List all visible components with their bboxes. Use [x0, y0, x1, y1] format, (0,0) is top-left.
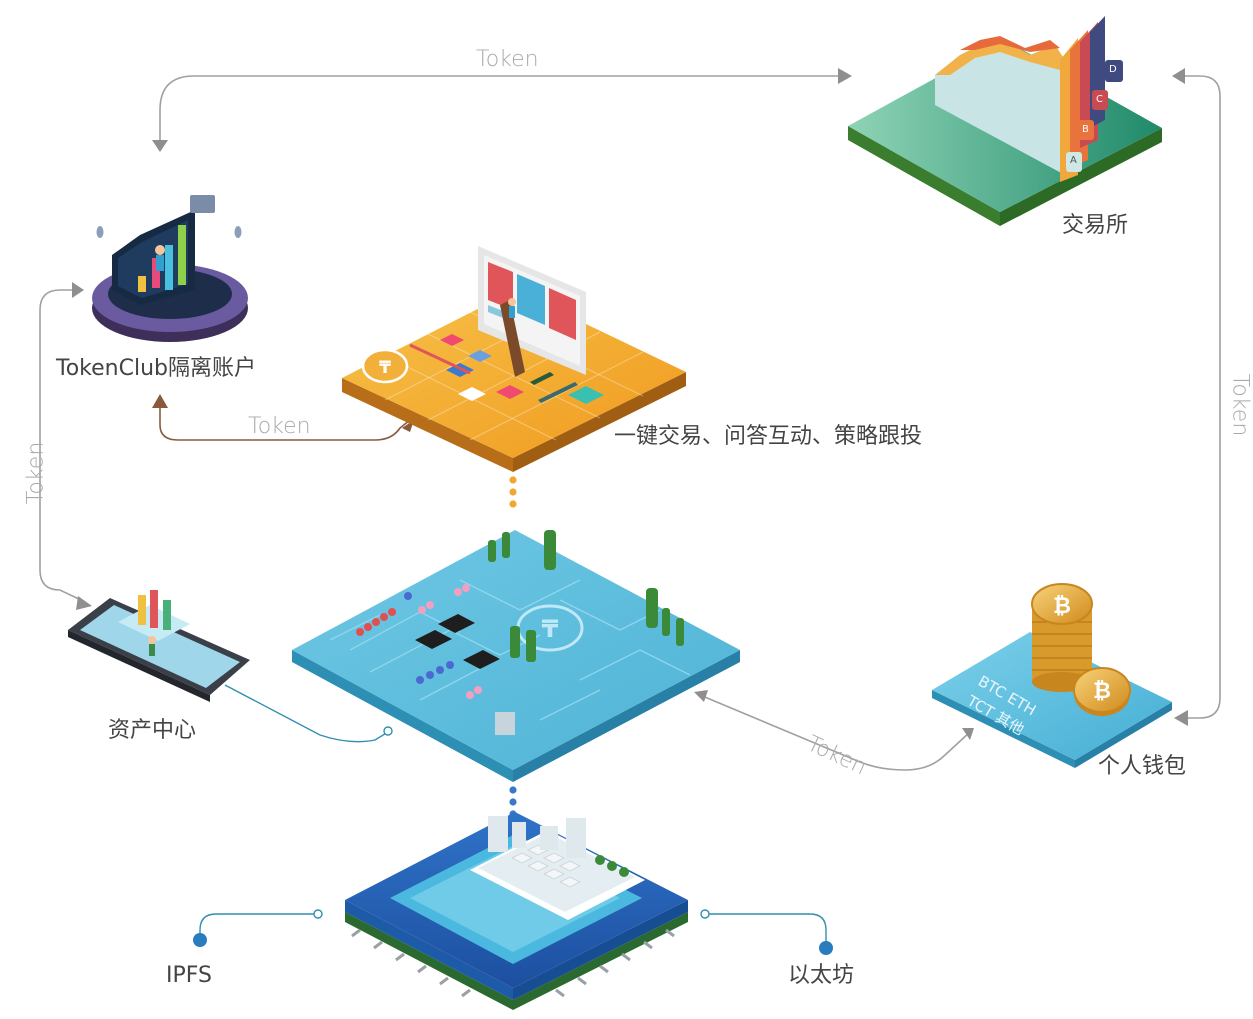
token-flow-right — [1172, 68, 1221, 726]
asset-center-phone — [68, 590, 250, 702]
token-label-left: Token — [23, 441, 49, 505]
svg-text:₸: ₸ — [542, 615, 559, 643]
token-flow-top — [152, 68, 852, 152]
exchange-platform — [848, 16, 1162, 226]
exchange-tab-b: B — [1082, 124, 1089, 135]
asset-center-label: 资产中心 — [108, 718, 197, 743]
chip-base — [345, 812, 688, 1010]
exchange-tab-c: C — [1096, 94, 1103, 105]
token-label-top: Token — [476, 47, 539, 72]
exchange-tab-d: D — [1109, 64, 1117, 75]
exchange-label: 交易所 — [1062, 213, 1129, 238]
account-label: TokenClub隔离账户 — [56, 356, 256, 381]
bitcoin-coin-stack: ₿ — [1031, 583, 1093, 692]
token-flow-brown — [152, 394, 414, 441]
circuit-board: ₸ — [292, 530, 740, 782]
bitcoin-coin-single: ₿ — [1073, 667, 1131, 716]
trading-label: 一键交易、问答互动、策略跟投 — [614, 424, 923, 449]
ethereum-link — [700, 909, 833, 955]
wallet-label: 个人钱包 — [1098, 754, 1187, 779]
svg-text:₸: ₸ — [379, 358, 391, 378]
ipfs-link — [193, 909, 323, 947]
exchange-tab-a: A — [1070, 155, 1077, 166]
wallet-card — [932, 632, 1172, 768]
token-flow-wallet — [694, 690, 974, 771]
token-label-right: Token — [1227, 373, 1253, 437]
token-label-brown: Token — [248, 414, 311, 439]
trading-platform: ₸ — [342, 246, 686, 472]
ethereum-label: 以太坊 — [788, 963, 855, 988]
asset-center-link — [224, 684, 393, 743]
bitcoin-icon: ₿ — [1093, 679, 1111, 704]
orange-dot-connector — [509, 476, 517, 508]
ipfs-label: IPFS — [166, 963, 212, 988]
bitcoin-icon: ₿ — [1053, 594, 1071, 619]
token-flow-left — [39, 282, 92, 610]
tokenclub-account-illustration — [92, 195, 248, 342]
